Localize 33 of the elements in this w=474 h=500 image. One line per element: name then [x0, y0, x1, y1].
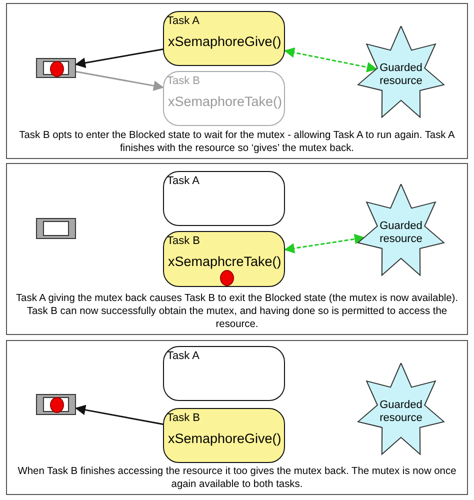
caption-text: Task B opts to enter the Blocked state to wait for the mutex - allowing Task A to run again. Task A finishes with the resource so ‘gives’ the mutex back.: [18, 129, 456, 155]
arrow: [74, 404, 164, 425]
resource-label: Guarded resource: [378, 399, 424, 425]
caption-text: Task A giving the mutex back causes Task B to exit the Blocked state (the mutex is now available). Task B can now successfully obtain the mutex, and having done so is permitted to access the resource.: [14, 292, 460, 331]
arrow: [76, 70, 164, 91]
mutex-box: [36, 58, 76, 78]
caption-text: When Task B finishes accessing the resource it too gives the mutex back. The mutex is now once again available to both tasks.: [16, 465, 458, 491]
function-call: xSemaphcreTake(): [168, 254, 282, 269]
task-box: [163, 346, 285, 401]
task-box: [163, 71, 285, 126]
task-name: Task B: [167, 75, 200, 87]
arrow: [284, 234, 365, 254]
arrow: [284, 47, 378, 72]
mutex-box: [36, 218, 76, 239]
mutex-box: [36, 394, 76, 415]
panel: [6, 340, 468, 495]
task-box: [163, 231, 285, 287]
task-name: Task A: [167, 15, 200, 27]
function-call: xSemaphoreGive(): [168, 431, 282, 446]
task-name: Task B: [167, 412, 200, 424]
panel: [6, 163, 468, 335]
task-box: [163, 11, 285, 66]
function-call: xSemaphoreGive(): [168, 34, 282, 49]
task-name: Task A: [167, 350, 200, 362]
task-box: [163, 408, 285, 463]
resource-label: Guarded resource: [378, 62, 424, 88]
task-box: [163, 171, 285, 226]
resource-label: Guarded resource: [378, 220, 424, 246]
panel: [6, 3, 468, 159]
arrow: [74, 48, 164, 68]
task-name: Task A: [167, 175, 200, 187]
task-name: Task B: [167, 235, 200, 247]
function-call: xSemaphoreTake(): [168, 94, 282, 109]
